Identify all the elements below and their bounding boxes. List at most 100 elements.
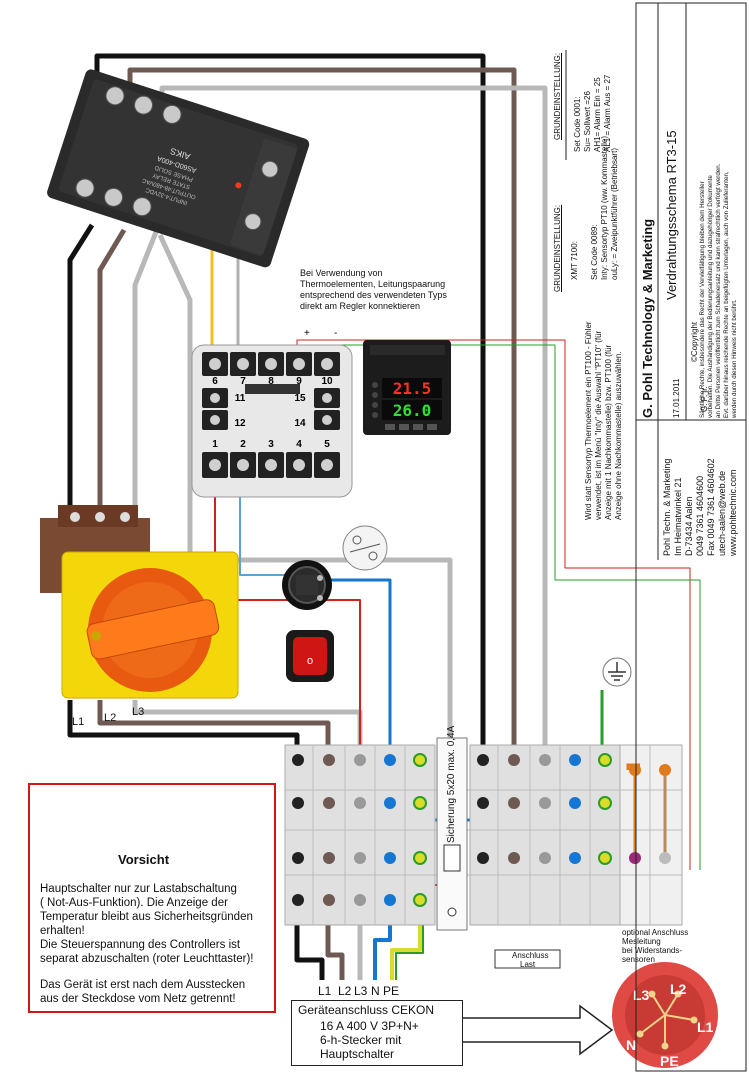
minus-label: - — [334, 328, 337, 339]
bottom-label-l2: L2 — [338, 984, 352, 998]
anschluss-last-box — [494, 949, 561, 969]
drawing-date: 17.01.2011 — [672, 378, 681, 418]
terminal-7: 7 — [240, 376, 246, 387]
address-3: D-73434 Aalen — [684, 496, 694, 556]
copyright-text-5: werden durch diesen Hinweis nicht berühr… — [731, 299, 738, 418]
warning-box: Vorsicht Hauptschalter nur zur Lastabsch… — [28, 783, 276, 1013]
wire-relay-switch-3 — [132, 231, 159, 520]
plug-line-2: 16 A 400 V 3P+N+ — [320, 1019, 419, 1033]
terminal-4: 4 — [296, 439, 302, 450]
anschluss-last-1: Anschluss — [512, 951, 549, 960]
terminal-dividers — [285, 745, 682, 925]
address-1: Pohl Techn. & Marketing — [662, 458, 672, 556]
warning-line-3: Temperatur bleibt aus Sicherheitsgründen — [40, 911, 253, 923]
terminal-1: 1 — [212, 439, 218, 450]
thermo-note-4: direkt am Regler konnektieren — [300, 301, 421, 311]
address-4: 0049 7361 4604600 — [695, 475, 705, 556]
terminal-12: 12 — [234, 418, 246, 429]
socket-mid-rows — [202, 384, 340, 430]
address-7: www.pohltechnic.com — [728, 469, 738, 556]
thermo-note-2: Thermoelementen, Leitungspaarung — [300, 279, 446, 289]
terminal-11: 11 — [235, 393, 246, 404]
grund2-title: GRUNDEINSTELLUNG: — [553, 204, 562, 292]
terminal-screws-gray — [354, 754, 551, 906]
plug-line-3: 6-h-Stecker mit — [320, 1033, 402, 1047]
terminal-5: 5 — [324, 439, 330, 450]
pin-n: N — [626, 1037, 636, 1053]
pin-l1: L1 — [697, 1019, 714, 1035]
terminal-screws-brown — [323, 754, 520, 906]
plug-info-box: Geräteanschluss CEKON 16 A 400 V 3P+N+ 6… — [291, 1000, 463, 1066]
wire-thermo-red — [296, 339, 691, 870]
sensor-note-1: Wird statt Sensortyp Thermoelement ein P… — [584, 321, 593, 520]
red-rocker-switch: o — [286, 630, 334, 682]
grund2-line-5: ouLy: = Zweipunktführer (Betriebsart) — [610, 148, 619, 280]
controller-socket: 6 7 8 9 10 11 15 12 14 1 2 3 4 5 + - — [191, 328, 353, 498]
wire-red-fuse — [320, 599, 361, 810]
grund2-line-4: Inty: Sensortyp PT10 (ww. Kommastelle) — [600, 135, 609, 280]
wire-switch-l2 — [97, 700, 331, 750]
wire-switch-l1 — [67, 700, 300, 750]
main-switch — [40, 505, 239, 699]
company-name: G. Pohl Technology & Marketing — [640, 218, 655, 418]
optional-note-1: optional Anschluss — [622, 928, 689, 937]
thermo-note-1: Bei Verwendung von — [300, 268, 383, 278]
bottom-label-n: N — [371, 984, 380, 998]
copyright-text-4: Evt. darüber hinaus reichende Rechte an … — [723, 171, 730, 418]
terminal-14: 14 — [294, 418, 306, 429]
phase-label-l3: L3 — [132, 706, 145, 718]
bottom-label-l3: L3 — [354, 984, 368, 998]
title-block-frame — [635, 2, 747, 1072]
wire-blue-n — [320, 578, 392, 750]
ground-icon — [602, 657, 632, 687]
address-2: Im Heimatwinkel 21 — [673, 477, 683, 556]
drawing-title: Verdrahtungsschema RT3-15 — [664, 130, 679, 300]
terminal-6: 6 — [212, 376, 218, 387]
warning-line-8: Das Gerät ist erst nach dem Ausstecken — [40, 979, 246, 991]
terminal-3: 3 — [268, 439, 274, 450]
switch-knob-handle — [86, 599, 220, 660]
terminal-strip — [284, 744, 683, 926]
terminal-screws-black — [292, 754, 489, 906]
anschluss-last-2: Last — [520, 960, 536, 969]
sensor-note-4: Anzeige ohne Nachkommastelle) auszuwähle… — [614, 351, 623, 520]
grund1-title: GRUNDEINSTELLUNG: — [553, 52, 562, 140]
warning-line-1: Hauptschalter nur zur Lastabschaltung — [40, 883, 237, 895]
terminal-screws-optional — [629, 764, 671, 864]
address-5: Fax 0049 7361 4604602 — [706, 458, 716, 556]
grund1-line-1: Set Code 0001: — [573, 96, 582, 152]
temperature-controller: 21.5 26.0 — [363, 340, 451, 435]
optional-note-2: Mesleitung — [622, 937, 661, 946]
svg-text:o: o — [307, 655, 313, 667]
phase-label-l2: L2 — [104, 712, 117, 724]
copyright-text-2: vorbehalten. Die Aushändigung der Bedien… — [707, 175, 714, 418]
sensor-note-2: verwendet, ist im Menü "Inty" die Auswah… — [594, 330, 603, 520]
plug-line-4: Hauptschalter — [320, 1047, 395, 1061]
phase-label-l1: L1 — [72, 716, 85, 728]
controller-sv: 26.0 — [393, 401, 432, 420]
fuse-holder — [436, 737, 468, 931]
optional-note-4: sensoren — [622, 955, 655, 964]
plus-label: + — [304, 328, 310, 339]
grund2-line-3: Set Code 0089: — [590, 224, 599, 280]
controller-pv: 21.5 — [393, 379, 432, 398]
warning-title: Vorsicht — [118, 852, 170, 867]
terminal-10: 10 — [321, 376, 333, 387]
copyright-label: ©Copyright — [690, 321, 699, 362]
solid-state-relay: AIKS AS60D-400A PHASE SOLID STATE RELAY … — [47, 69, 310, 268]
address-6: utech-aalen@web.de — [717, 470, 727, 556]
warning-line-5: Die Steuerspannung des Controllers ist — [40, 939, 241, 951]
bottom-label-l1: L1 — [318, 984, 332, 998]
relay-led — [235, 182, 242, 189]
terminal-8: 8 — [268, 376, 274, 387]
warning-line-4: erhalten! — [40, 925, 85, 937]
terminal-15: 15 — [294, 393, 306, 404]
copyright-text-1: Sämtliche Rechte, insbesondere das Recht… — [699, 181, 706, 418]
socket-screw-heads — [209, 358, 333, 471]
wire-relay-switch-2 — [97, 228, 127, 520]
warning-line-2: ( Not-Aus-Funktion). Die Anzeige der — [40, 897, 228, 909]
sensor-note-3: Anzeige mit 1 Nachkommastelle) bzw. PT10… — [604, 344, 613, 520]
fuse-label: Sicherung 5x20 max. 0,4A — [446, 725, 457, 843]
terminal-screws-pe — [413, 753, 612, 907]
